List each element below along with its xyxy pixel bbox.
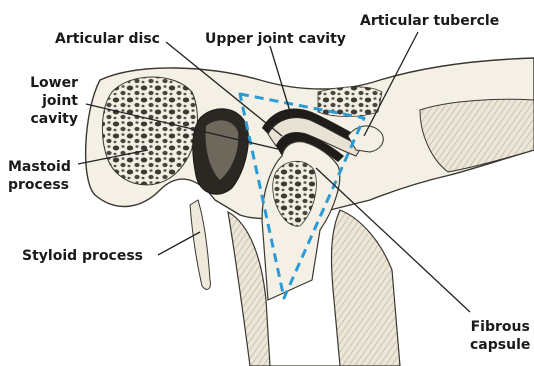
label-styloid-process: Styloid process [22,247,143,265]
label-lower-joint-cavity-line-3: cavity [30,110,78,128]
label-mastoid-process-line-1: Mastoid [8,158,71,176]
tubercle-spongy-bone [318,87,382,117]
label-fibrous-capsule-line-2: capsule [470,336,530,354]
styloid-process-shape [190,200,210,289]
leader-styloid-process [158,232,200,255]
label-mastoid-process-line-2: process [8,176,71,194]
label-fibrous-capsule-line-1: Fibrous [470,318,530,336]
label-mastoid-process: Mastoid process [8,158,71,194]
label-lower-joint-cavity-line-2: joint [30,92,78,110]
label-upper-joint-cavity: Upper joint cavity [205,30,346,48]
label-articular-tubercle: Articular tubercle [360,12,499,30]
label-lower-joint-cavity: Lower joint cavity [30,74,78,128]
label-lower-joint-cavity-line-1: Lower [30,74,78,92]
zygomatic-region [420,99,534,172]
label-fibrous-capsule: Fibrous capsule [470,318,530,354]
label-articular-disc: Articular disc [55,30,160,48]
